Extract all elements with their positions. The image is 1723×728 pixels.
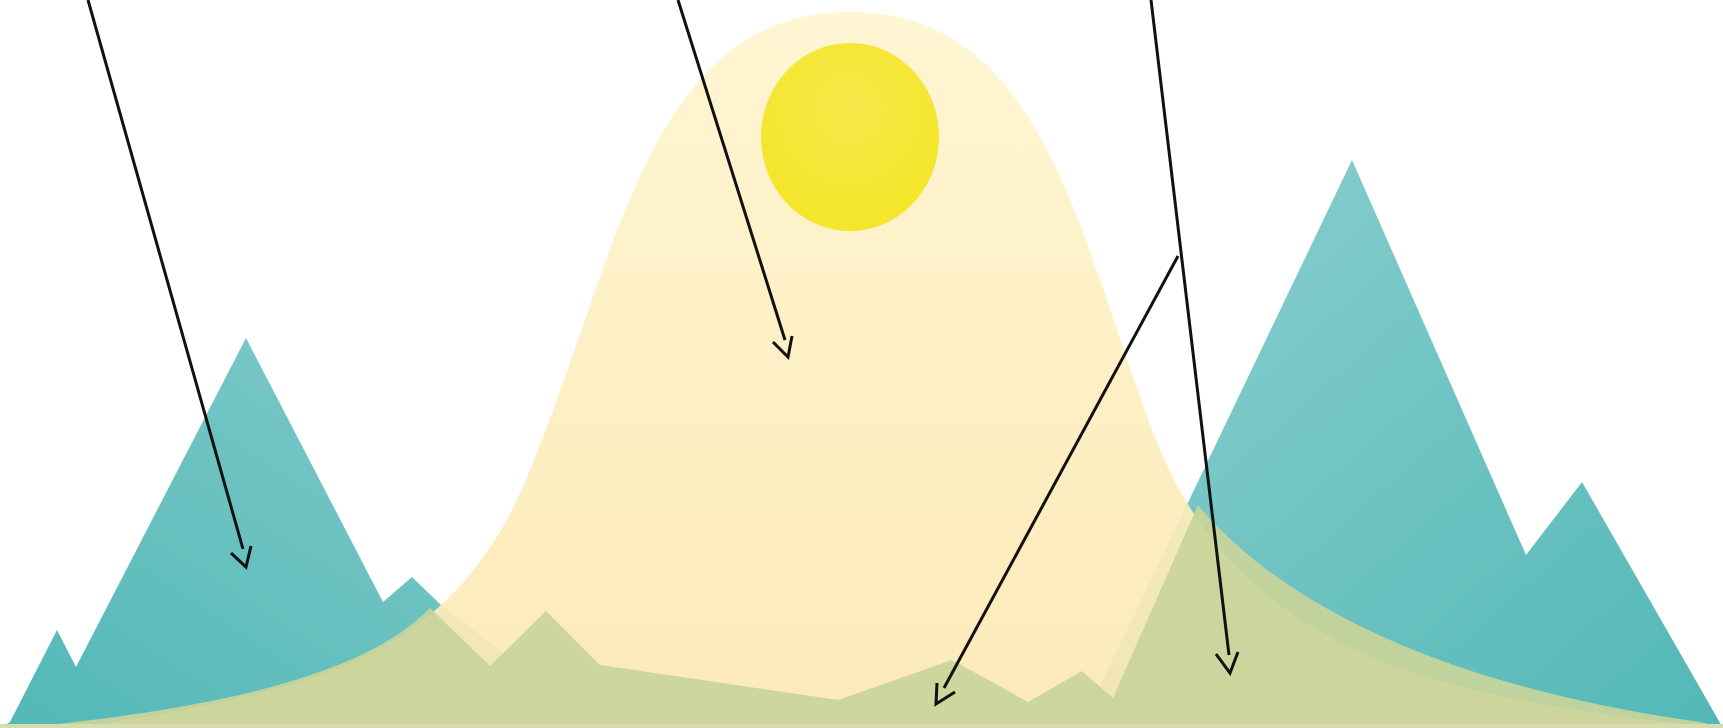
arrow-1 — [86, 0, 253, 570]
ground-line — [0, 724, 1723, 728]
sun-icon — [761, 43, 939, 231]
foothills — [20, 505, 1723, 728]
arrow-2 — [676, 0, 794, 361]
arrow-4 — [934, 255, 1180, 707]
arrow-3 — [1149, 0, 1240, 677]
glow — [80, 12, 1723, 728]
